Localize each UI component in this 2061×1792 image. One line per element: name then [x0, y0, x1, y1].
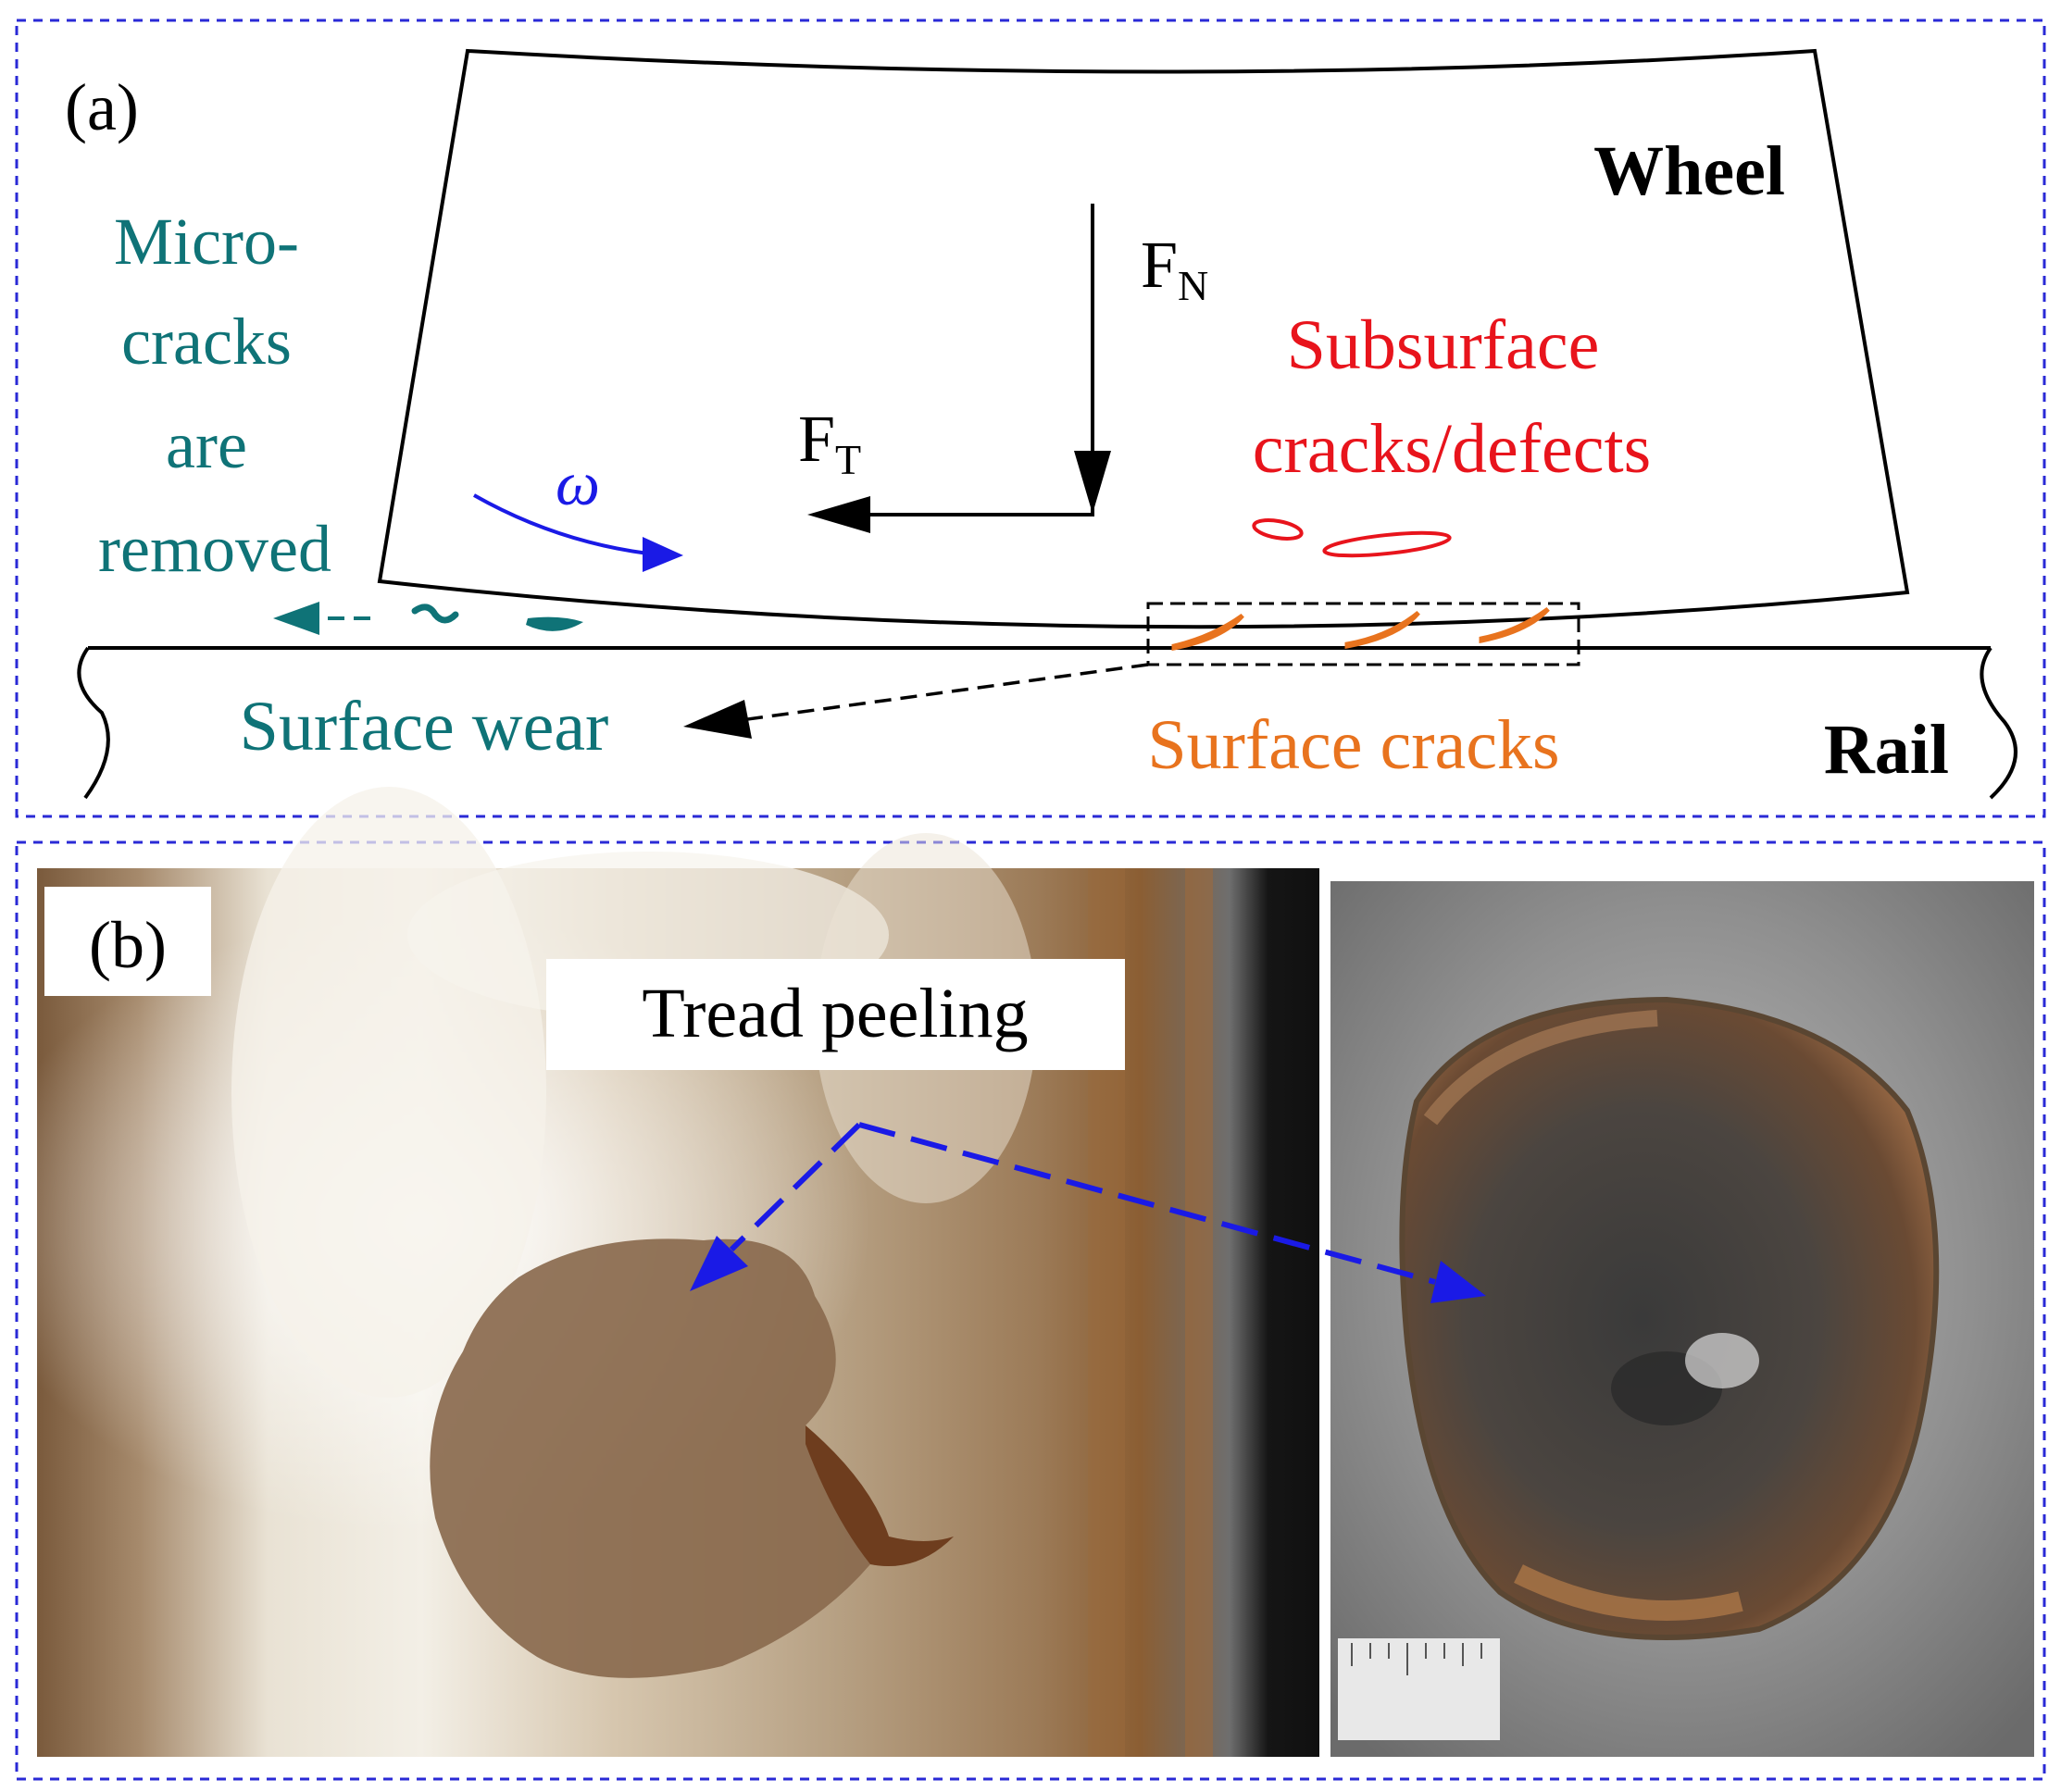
wear-particle-large — [526, 616, 583, 631]
peeling-pointer-right-head — [1430, 1261, 1486, 1303]
panel-b-label: (b) — [89, 908, 167, 982]
omega-label: ω — [556, 448, 600, 518]
subsurface-label: Subsurface cracks/defects — [1253, 306, 1651, 488]
force-tangential-label: FT — [798, 402, 861, 483]
rail-right-break — [1980, 646, 2017, 800]
tread-photo-left — [37, 787, 1319, 1757]
surface-cracks-label: Surface cracks — [1147, 706, 1559, 784]
surface-wear-label: Surface wear — [240, 688, 609, 765]
rail-label: Rail — [1824, 711, 1949, 789]
normal-force-arrowhead — [1074, 451, 1111, 514]
tread-peeling-label: Tread peeling — [642, 975, 1028, 1052]
panel-b-label-box — [44, 887, 211, 996]
surface-wear-arrow — [740, 663, 1149, 722]
tangential-force-arrowhead — [807, 496, 870, 533]
rotation-arrow — [473, 493, 649, 555]
peeling-pointer-left-head — [690, 1236, 748, 1291]
rail-left-break — [77, 646, 110, 800]
peeling-pointer-right — [858, 1122, 1436, 1285]
peeled-area — [430, 1238, 954, 1678]
peeling-pointer-left — [729, 1122, 862, 1252]
subsurface-crack-2 — [1322, 530, 1452, 558]
subsurface-crack-1 — [1252, 518, 1304, 541]
force-normal-label: FN — [1141, 228, 1208, 309]
panel-a-frame — [15, 19, 2046, 818]
pit-photo-right — [1330, 881, 2034, 1757]
wear-particle-small — [411, 604, 459, 624]
wheel-label: Wheel — [1593, 132, 1785, 210]
surface-crack-2 — [1344, 611, 1420, 649]
surface-crack-1 — [1171, 613, 1244, 652]
microcrack-removal-arrowhead — [273, 602, 319, 635]
tread-peeling-box — [546, 959, 1125, 1070]
microcracks-label: Micro- cracks are removed — [98, 205, 331, 586]
surface-crack-3 — [1479, 606, 1550, 644]
panel-a-label: (a) — [65, 70, 139, 144]
rotation-arrowhead — [643, 537, 683, 572]
wheel-outline — [377, 48, 1910, 629]
surface-wear-arrowhead — [683, 700, 752, 739]
